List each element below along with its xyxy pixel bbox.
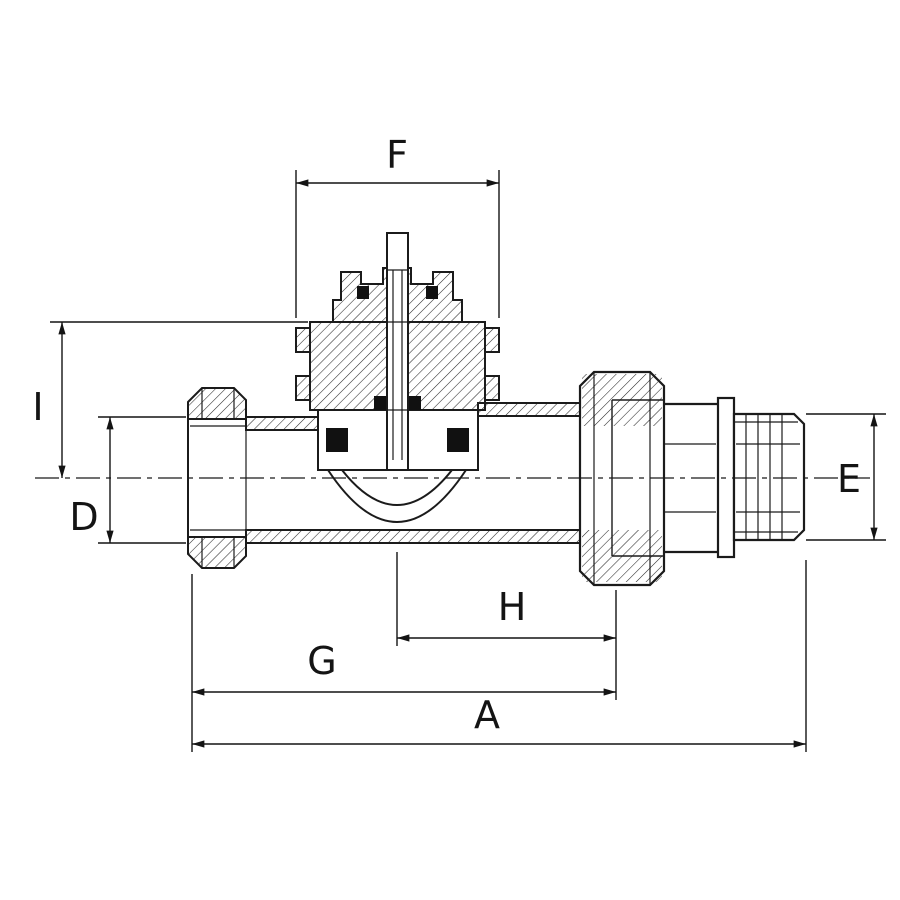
dimension-H-label: H [498, 585, 527, 629]
dimension-E-label: E [837, 457, 861, 501]
body-bottom-wall [245, 529, 581, 544]
body-top-wall-right [477, 402, 581, 417]
dimension-D-label: D [69, 495, 98, 539]
valve-stem [386, 232, 409, 471]
dimension-A-label: A [474, 693, 500, 737]
cap-seal [357, 286, 369, 299]
bonnet-ear [484, 375, 500, 401]
bonnet-ear [295, 375, 311, 401]
dimension-F: F [295, 133, 500, 318]
inlet-top-wall [187, 387, 247, 420]
valve-seat-curve [327, 469, 467, 523]
dimension-I: I [32, 321, 308, 478]
gland-o-ring [447, 428, 469, 452]
bonnet-ear [295, 327, 311, 353]
dimension-I-label: I [32, 385, 43, 429]
male-thread-body [732, 412, 806, 542]
stem-o-ring [374, 396, 386, 410]
bonnet-ear [484, 327, 500, 353]
inlet-fitting [187, 387, 247, 569]
valve-plug-curve [341, 469, 453, 506]
cap-seal [426, 286, 438, 299]
inlet-bottom-wall [187, 536, 247, 569]
dimension-G-label: G [307, 639, 336, 683]
dimension-A: A [192, 560, 807, 752]
dimension-F-label: F [386, 133, 408, 177]
stem-o-ring [409, 396, 421, 410]
gland-o-ring [326, 428, 348, 452]
dimension-G: G [191, 574, 616, 752]
dimension-H: H [396, 552, 617, 700]
dimension-E: E [806, 413, 886, 541]
body-top-wall-left [245, 416, 319, 431]
bonnet-assembly [295, 232, 500, 523]
dimension-D: D [69, 416, 186, 544]
